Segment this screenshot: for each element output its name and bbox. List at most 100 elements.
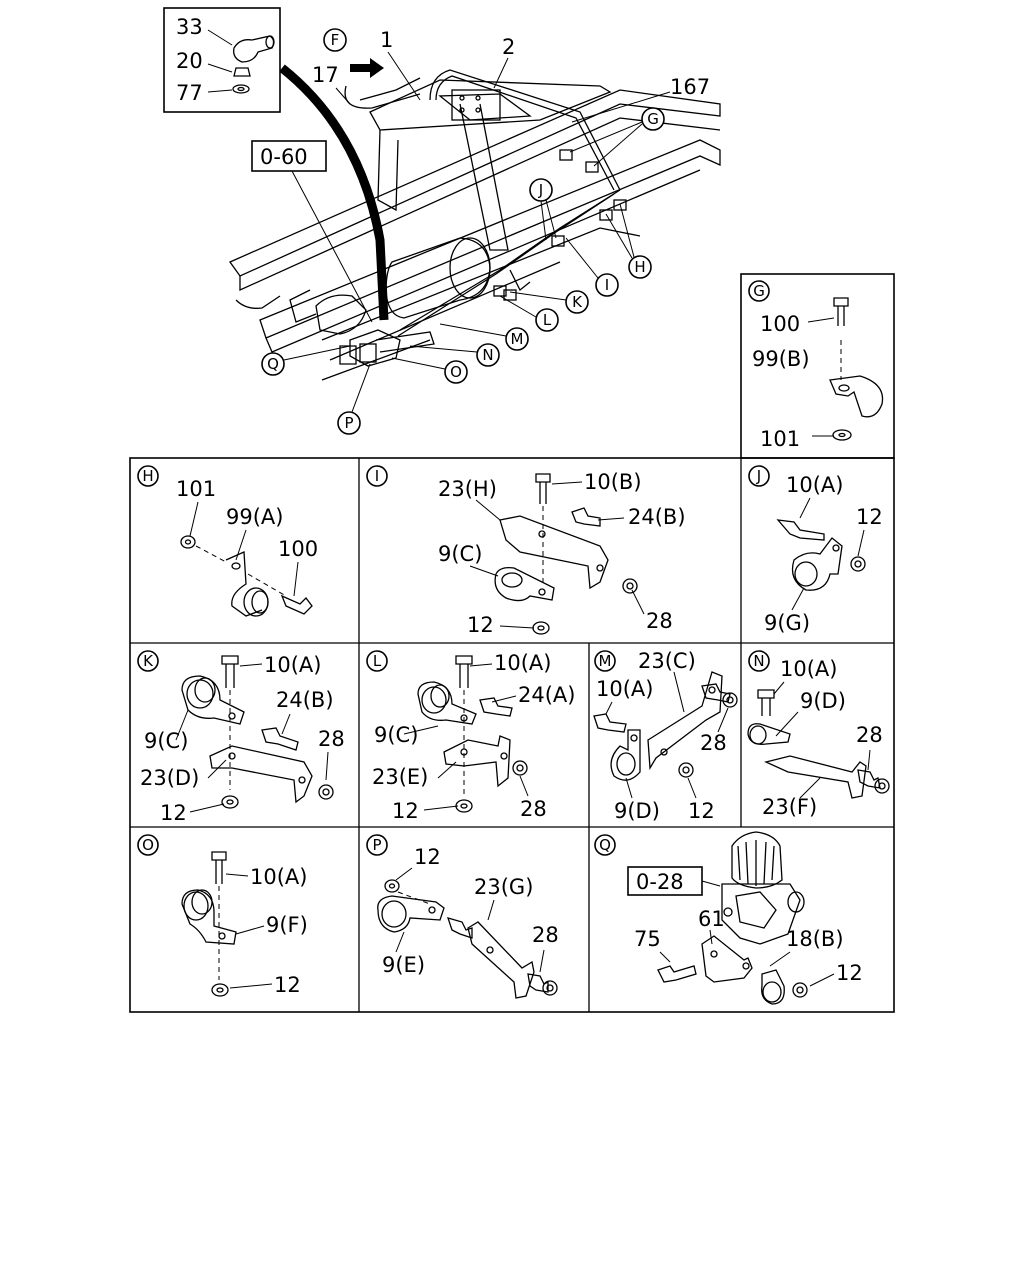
bolt-icon: [446, 917, 473, 939]
brake-pipes: [344, 69, 621, 337]
panel-J-badge: [748, 465, 770, 487]
label-100: 100: [760, 312, 800, 336]
nut-icon: [874, 778, 890, 794]
label-23F: 23(F): [762, 795, 817, 819]
label-17: 17: [312, 63, 339, 87]
clamp-icon: [181, 675, 245, 725]
bracket-icon: [467, 921, 535, 999]
label-9C: 9(C): [144, 729, 188, 753]
bolt-icon: [833, 297, 849, 326]
bolt-icon: [571, 507, 601, 527]
panel-M-letter: M: [599, 652, 612, 670]
panel-G-badge: [748, 280, 770, 302]
panel-M: M 23(C) 10(A) 28 9(D) 12: [593, 649, 738, 823]
callout-G-letter: G: [647, 110, 659, 128]
label-33: 33: [176, 15, 203, 39]
label-10A: 10(A): [786, 473, 843, 497]
label-28: 28: [646, 609, 673, 633]
bolt-icon: [776, 519, 825, 541]
callout-L-letter: L: [543, 311, 552, 329]
bracket-icon: [499, 515, 609, 590]
label-9D: 9(D): [800, 689, 846, 713]
panel-N-letter: N: [753, 652, 764, 670]
label-9F: 9(F): [266, 913, 308, 937]
label-9C: 9(C): [438, 542, 482, 566]
label-28: 28: [700, 731, 727, 755]
bolt-icon: [211, 851, 227, 884]
label-9D: 9(D): [614, 799, 660, 823]
ref-box-0-60: [251, 140, 327, 172]
panel-H: H 101 99(A) 100: [137, 465, 318, 617]
panel-L-letter: L: [373, 652, 382, 670]
nut-icon: [622, 578, 638, 594]
callout-K-letter: K: [572, 293, 583, 311]
callout-L: [535, 308, 559, 332]
panel-I-badge: [366, 465, 388, 487]
label-2: 2: [502, 35, 515, 59]
bolt-icon: [535, 473, 551, 504]
panel-G: G 100 99(B) 101: [740, 273, 895, 459]
callout-O: [444, 360, 468, 384]
label-10A: 10(A): [596, 677, 653, 701]
nut-icon: [318, 784, 334, 800]
nut-icon: [850, 556, 866, 572]
panel-Q-letter: Q: [599, 836, 611, 854]
callout-H: [628, 255, 652, 279]
bolt-icon: [657, 965, 697, 983]
direction-arrow-icon: [350, 58, 384, 78]
label-12: 12: [160, 801, 187, 825]
bolt-icon: [857, 769, 881, 789]
panel-P-badge: [366, 834, 388, 856]
main-assembly-view: 33 20 77 0-60: [163, 7, 721, 435]
ref-0-28: 0-28: [636, 870, 684, 894]
panel-P: P 12 23(G) 28 9(E): [366, 834, 559, 999]
label-10A: 10(A): [264, 653, 321, 677]
nut-icon: [832, 429, 852, 441]
label-20: 20: [176, 49, 203, 73]
nut-icon: [532, 621, 550, 635]
label-24B: 24(B): [276, 688, 334, 712]
label-10A: 10(A): [780, 657, 837, 681]
callout-F-letter: F: [331, 31, 340, 49]
label-1: 1: [380, 28, 393, 52]
air-hose: [279, 64, 389, 321]
panel-M-badge: [594, 650, 616, 672]
inset-box: [163, 7, 281, 113]
label-28: 28: [532, 923, 559, 947]
label-12: 12: [688, 799, 715, 823]
label-75: 75: [634, 927, 661, 951]
panel-O: O 10(A) 9(F) 12: [137, 834, 308, 997]
ref-0-60: 0-60: [260, 145, 308, 169]
panels-grid: [129, 457, 895, 1013]
nut-icon: [792, 982, 808, 998]
clamp-icon: [829, 375, 884, 418]
panel-J-letter: J: [756, 467, 761, 485]
label-12: 12: [836, 961, 863, 985]
bracket-icon: [764, 755, 867, 799]
nut-icon: [678, 762, 694, 778]
nut-icon: [180, 535, 196, 549]
callout-P-letter: P: [344, 414, 353, 432]
bolt-icon: [479, 697, 513, 717]
panel-G-letter: G: [753, 282, 765, 300]
bracket-icon: [209, 745, 313, 804]
label-28: 28: [520, 797, 547, 821]
label-12: 12: [856, 505, 883, 529]
label-167: 167: [670, 75, 710, 99]
panel-Q: Q 0-28 61 75 18(B) 12: [594, 831, 863, 1005]
air-dryer-icon: [721, 831, 805, 945]
label-10B: 10(B): [584, 470, 642, 494]
label-100: 100: [278, 537, 318, 561]
elbow-fitting-icon: [232, 35, 275, 94]
nut-icon: [211, 983, 229, 997]
label-10A: 10(A): [250, 865, 307, 889]
panel-H-badge: [137, 465, 159, 487]
label-77: 77: [176, 81, 203, 105]
label-101: 101: [760, 427, 800, 451]
panel-Q-badge: [594, 834, 616, 856]
label-24A: 24(A): [518, 683, 575, 707]
label-18B: 18(B): [786, 927, 844, 951]
panel-K-badge: [137, 650, 159, 672]
callout-P: [337, 411, 361, 435]
